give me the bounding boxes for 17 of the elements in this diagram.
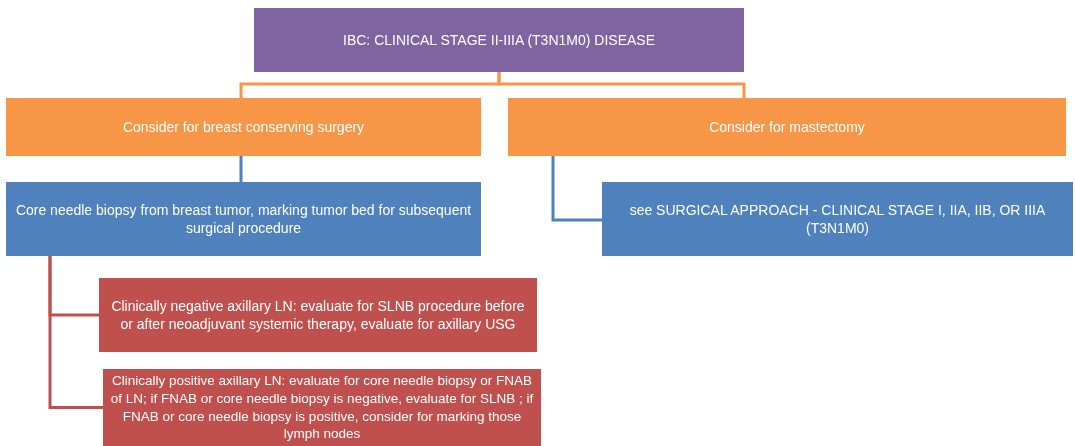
node-text: Clinically positive axillary LN: evaluate for core needle biopsy or FNAB of LN; if FNAB or core needle biopsy is negative, evaluate for SLNB ; if FNAB or core needle biopsy is positive, consider for marking those lymph nodes xyxy=(109,372,535,443)
node-text: IBC: CLINICAL STAGE II-IIIA (T3N1M0) DISEASE xyxy=(343,30,655,50)
title-box xyxy=(254,8,744,72)
process-box xyxy=(602,182,1073,256)
node-text: Consider for breast conserving surgery xyxy=(122,117,365,137)
node-text: Clinically negative axillary LN: evaluate for SLNB procedure before or after neoadjuvant systemic therapy, evaluate for axillary USG xyxy=(110,296,526,334)
process-box xyxy=(99,278,537,352)
node-text: Consider for mastectomy xyxy=(709,117,865,137)
node-text: see SURGICAL APPROACH - CLINICAL STAGE I, IIA, IIB, OR IIIA (T3N1M0) xyxy=(628,200,1047,238)
process-box xyxy=(6,182,481,256)
connector-line xyxy=(551,156,602,222)
node-text: Core needle biopsy from breast tumor, marking tumor bed for subsequent surgical procedure xyxy=(14,200,473,238)
connector-line xyxy=(239,156,243,182)
connector-line xyxy=(48,256,103,409)
option-box xyxy=(508,98,1066,156)
connector-line xyxy=(497,72,746,98)
option-box xyxy=(6,98,481,156)
